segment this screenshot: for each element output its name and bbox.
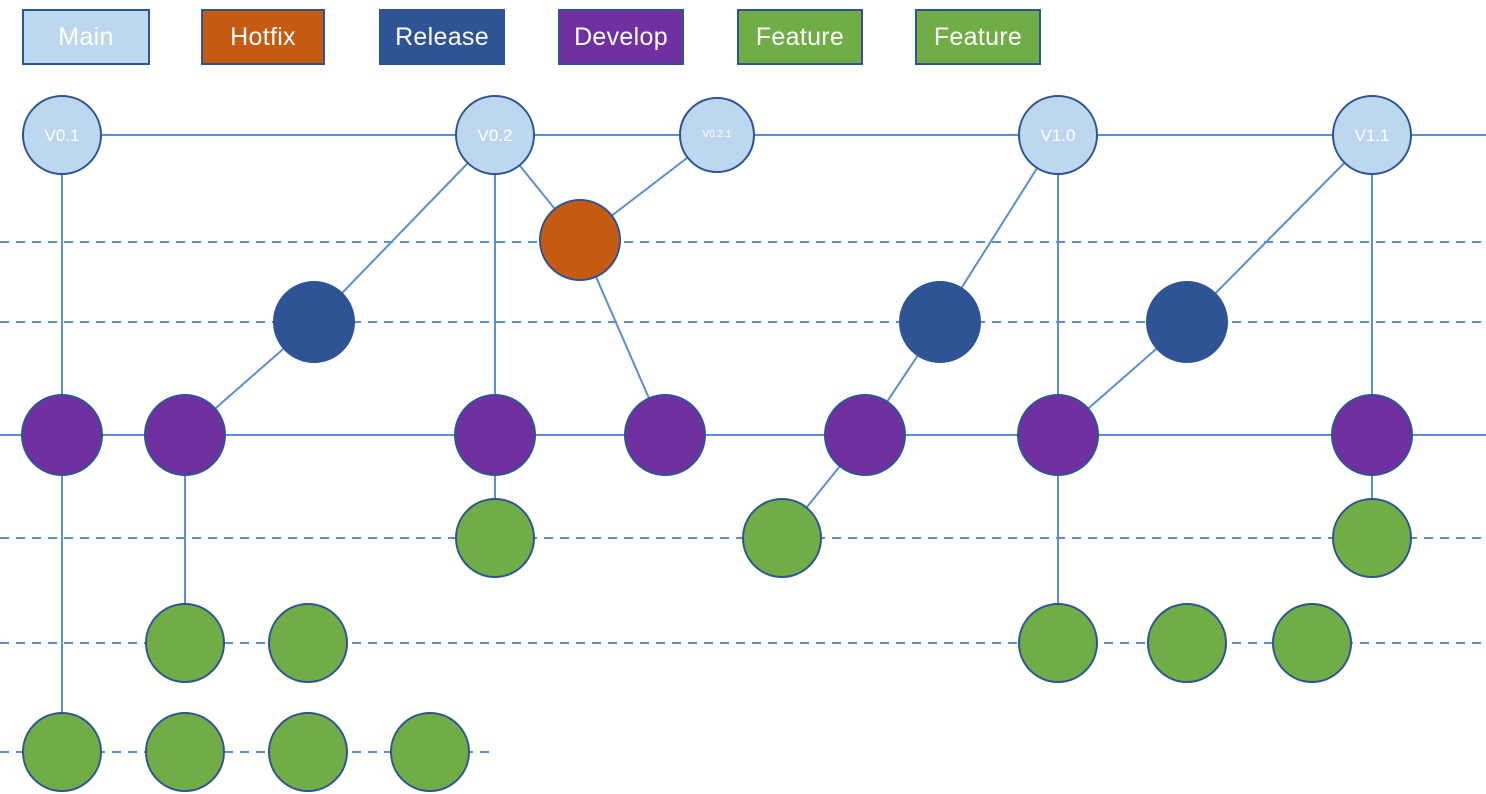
commit-node-dev-6[interactable] [1017,394,1099,476]
commit-node-label: V1.1 [1354,125,1390,145]
commit-node-dev-7[interactable] [1331,394,1413,476]
legend-item-feature-5[interactable]: Feature [915,9,1041,65]
commit-node-feat2-1[interactable] [145,603,225,683]
commit-node-release-1[interactable] [273,281,355,363]
commit-node-feat3-3[interactable] [268,712,348,792]
commit-node-feat1-1[interactable] [455,498,535,578]
legend-item-hotfix-1[interactable]: Hotfix [201,9,325,65]
legend-item-release-2[interactable]: Release [379,9,505,65]
commit-node-feat3-4[interactable] [390,712,470,792]
commit-node-main-v021[interactable]: V0.2.1 [679,97,755,173]
legend-item-label: Develop [574,22,668,51]
commit-node-main-v10[interactable]: V1.0 [1018,95,1098,175]
legend-item-label: Feature [933,22,1023,51]
legend-item-label: Hotfix [230,22,296,51]
commit-node-feat1-3[interactable] [1332,498,1412,578]
commit-node-label: V0.1 [44,125,80,145]
legend-item-feature-4[interactable]: Feature [737,9,863,65]
commit-node-label: V0.2.1 [702,129,732,140]
commit-node-release-2[interactable] [899,281,981,363]
edge-release-3-to-main-v11 [1186,134,1373,323]
commit-node-feat1-2[interactable] [742,498,822,578]
commit-node-release-3[interactable] [1146,281,1228,363]
commit-node-label: V1.0 [1040,125,1076,145]
legend-item-develop-3[interactable]: Develop [558,9,684,65]
commit-node-feat3-1[interactable] [22,712,102,792]
legend-item-label: Release [395,22,489,51]
commit-node-feat2-2[interactable] [268,603,348,683]
commit-node-hotfix-1[interactable] [539,199,621,281]
commit-node-dev-5[interactable] [824,394,906,476]
commit-node-feat3-2[interactable] [145,712,225,792]
commit-node-feat2-3[interactable] [1018,603,1098,683]
commit-node-feat2-4[interactable] [1147,603,1227,683]
commit-node-main-v11[interactable]: V1.1 [1332,95,1412,175]
commit-node-dev-2[interactable] [144,394,226,476]
commit-node-label: V0.2 [477,125,513,145]
commit-node-dev-3[interactable] [454,394,536,476]
legend-item-label: Feature [755,22,845,51]
legend-item-main-0[interactable]: Main [22,9,150,65]
commit-node-main-v02[interactable]: V0.2 [455,95,535,175]
legend-item-label: Main [58,22,114,51]
commit-node-dev-4[interactable] [624,394,706,476]
commit-node-main-v01[interactable]: V0.1 [22,95,102,175]
edge-release-1-to-main-v02 [313,134,496,323]
commit-node-feat2-5[interactable] [1272,603,1352,683]
commit-node-dev-1[interactable] [21,394,103,476]
